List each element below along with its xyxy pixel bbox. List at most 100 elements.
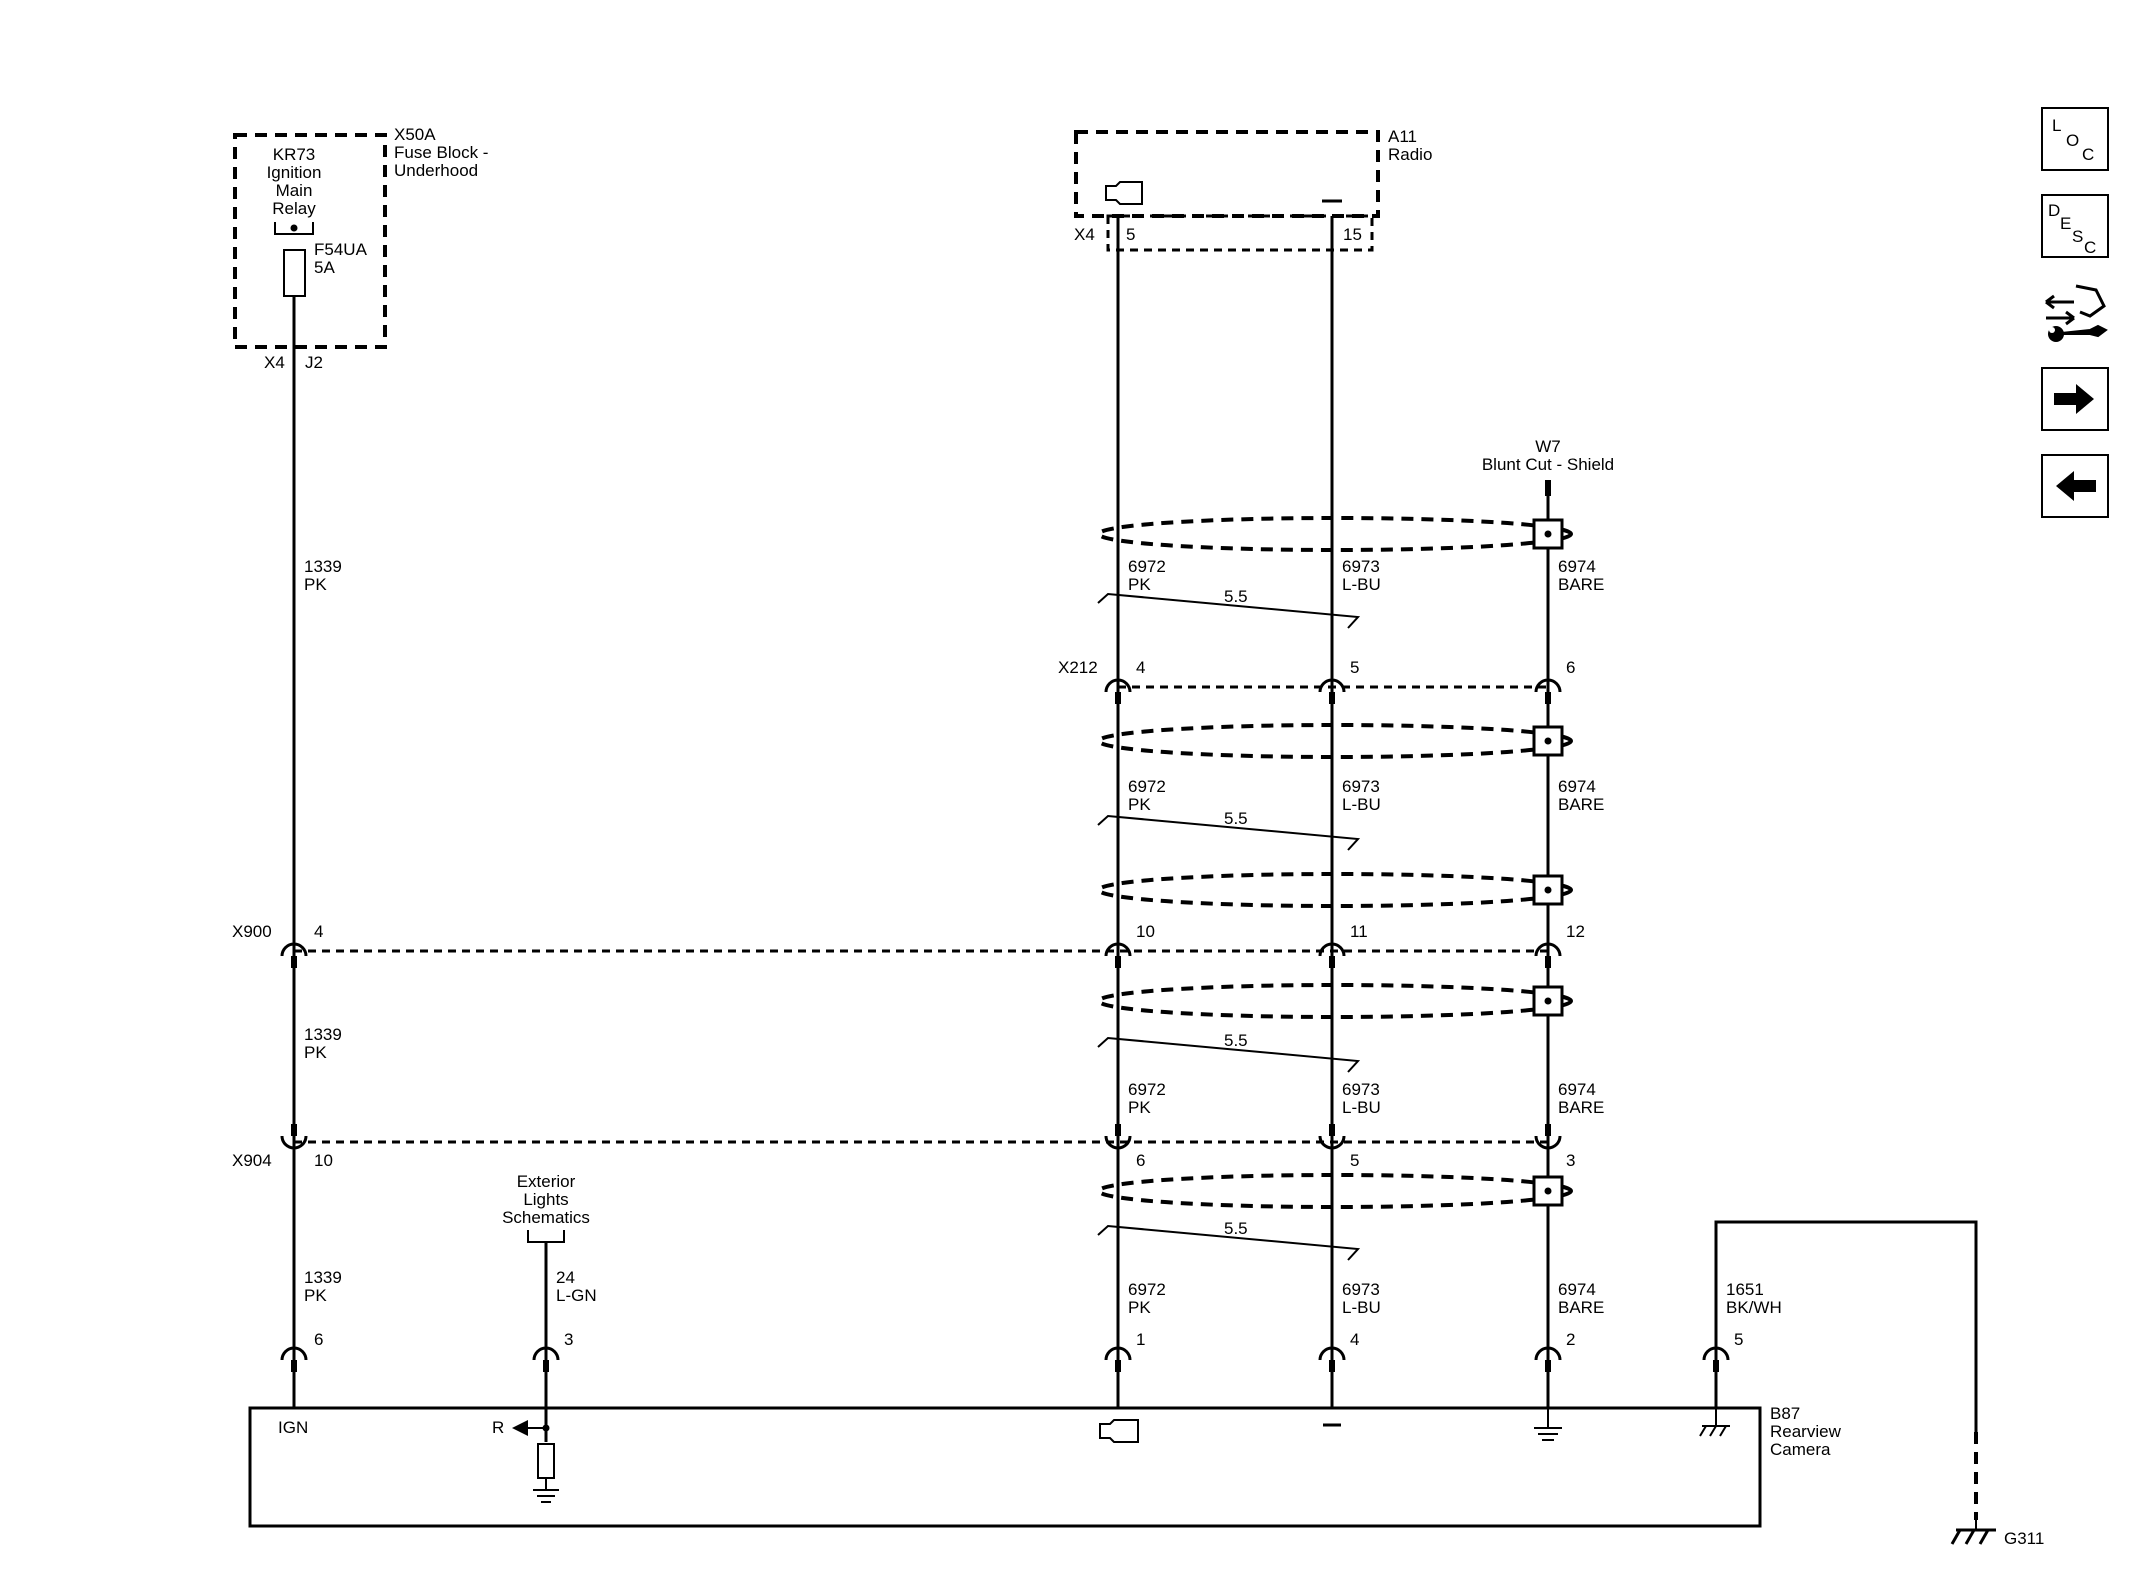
- pk-color-3: PK: [304, 1286, 327, 1305]
- arrow-left-icon: [2056, 471, 2096, 501]
- pos-color-2: PK: [1128, 795, 1151, 814]
- connector-pins: [280, 678, 1730, 1372]
- radio-outline: [1074, 130, 1380, 218]
- pk-color-2: PK: [304, 1043, 327, 1062]
- neg-circuit-4: 6973: [1342, 1280, 1380, 1299]
- video-signal-icon: [1099, 1419, 1139, 1443]
- exterior-lights-ref: Exterior Lights Schematics: [502, 1172, 590, 1243]
- exterior-label-2: Lights: [523, 1190, 568, 1209]
- desc-letter-e: E: [2060, 214, 2071, 233]
- chassis-ground-icon: [1534, 1408, 1562, 1441]
- radio-connector-outline: [1106, 214, 1374, 252]
- twist-rate-3: 5.5: [1224, 1031, 1248, 1050]
- bare-circuit-3: 6974: [1558, 1080, 1596, 1099]
- relay-label-1: Ignition: [267, 163, 322, 182]
- relay-contact-symbol: [274, 222, 314, 235]
- frame-ground-icon: [1699, 1408, 1730, 1437]
- x900-pin-ign: [280, 942, 308, 968]
- twist-mark-2: 5.5: [1097, 809, 1361, 851]
- lgn-circuit: 24: [556, 1268, 575, 1287]
- radio-ref: A11: [1388, 127, 1417, 146]
- pos-color-1: PK: [1128, 575, 1151, 594]
- loc-letter-l: L: [2052, 116, 2061, 135]
- x900-pin-12: 12: [1566, 922, 1585, 941]
- b87-pin-gnd: [1702, 1346, 1730, 1372]
- loc-letter-o: O: [2066, 131, 2079, 150]
- pk-color-1: PK: [304, 575, 327, 594]
- neg-circuit-2: 6973: [1342, 777, 1380, 796]
- x904-pin-5: 5: [1350, 1151, 1359, 1170]
- desc-letter-s: S: [2072, 227, 2083, 246]
- bare-color-2: BARE: [1558, 795, 1604, 814]
- pk-circuit-2: 1339: [304, 1025, 342, 1044]
- neg-color-2: L-BU: [1342, 795, 1381, 814]
- relay-ref: KR73: [273, 145, 316, 164]
- camera-outline: [248, 1406, 1762, 1528]
- x212-pin-bare: [1534, 678, 1562, 704]
- location-button[interactable]: L O C: [2041, 107, 2109, 171]
- radio-a11: A11 Radio X4 5 15: [1074, 127, 1432, 252]
- bare-circuit-4: 6974: [1558, 1280, 1596, 1299]
- b87-pin-ign: [280, 1346, 308, 1372]
- relay-label-3: Relay: [272, 199, 316, 218]
- x900-pin-11: 11: [1350, 922, 1368, 941]
- exterior-ref-bracket: [527, 1230, 565, 1243]
- fuse-block-label-2: Underhood: [394, 161, 478, 180]
- ground-ref: G311: [2004, 1529, 2044, 1548]
- twist-mark-3: 5.5: [1097, 1031, 1361, 1073]
- connector-labels: X212 4 5 6 X900 4 10 11 12 X904 10 6 5 3…: [232, 658, 1743, 1349]
- x900-pin-10: 10: [1136, 922, 1155, 941]
- x904-pin-10: 10: [314, 1151, 333, 1170]
- wire-1651-bkwh: [1714, 1220, 1978, 1432]
- pos-circuit-1: 6972: [1128, 557, 1166, 576]
- pos-circuit-2: 6972: [1128, 777, 1166, 796]
- ground-g311: G311: [1950, 1520, 2044, 1548]
- x212-name: X212: [1058, 658, 1098, 677]
- bare-circuit-2: 6974: [1558, 777, 1596, 796]
- connector-wrench-icon: [2045, 284, 2108, 342]
- fuse-block-label-1: Fuse Block -: [394, 143, 488, 162]
- x900-pin-lbu: [1318, 942, 1346, 968]
- b87-pin-pk: [1104, 1346, 1132, 1372]
- b87-pin-lbu: [1318, 1346, 1346, 1372]
- b87-pin-4: 4: [1350, 1330, 1359, 1349]
- fuse-rating: 5A: [314, 258, 335, 277]
- b87-pin-2: 2: [1566, 1330, 1575, 1349]
- gnd-color: BK/WH: [1726, 1298, 1782, 1317]
- next-page-button[interactable]: [2041, 367, 2109, 431]
- twist-mark-1: 5.5: [1097, 587, 1361, 629]
- nav-panel: L O C D E S C: [2041, 107, 2109, 518]
- pk-circuit-3: 1339: [304, 1268, 342, 1287]
- twist-rate-4: 5.5: [1224, 1219, 1248, 1238]
- shield-5: [1097, 1173, 1573, 1209]
- fuse-symbol: [283, 249, 306, 297]
- desc-letter-c: C: [2084, 238, 2096, 257]
- description-button[interactable]: D E S C: [2041, 194, 2109, 258]
- fuse-block-connector: X4: [264, 353, 285, 372]
- radio-name: Radio: [1388, 145, 1432, 164]
- b87-pin-lgn: [532, 1346, 560, 1372]
- relay-label-2: Main: [276, 181, 313, 200]
- twist-rate-2: 5.5: [1224, 809, 1248, 828]
- b87-pin-5: 5: [1734, 1330, 1743, 1349]
- bare-color-4: BARE: [1558, 1298, 1604, 1317]
- b87-pin-bare: [1534, 1346, 1562, 1372]
- neg-color-1: L-BU: [1342, 575, 1381, 594]
- pk-circuit-1: 1339: [304, 557, 342, 576]
- x900-pin-pk: [1104, 942, 1132, 968]
- radio-pin-5: 5: [1126, 225, 1135, 244]
- shield-ref: W7: [1535, 437, 1561, 456]
- pos-color-4: PK: [1128, 1298, 1151, 1317]
- camera-b87: B87 Rearview Camera IGN R: [248, 1404, 1842, 1528]
- camera-ref: B87: [1770, 1404, 1800, 1423]
- r-label: R: [492, 1418, 504, 1437]
- b87-pin-6: 6: [314, 1330, 323, 1349]
- previous-page-button[interactable]: [2041, 454, 2109, 518]
- x904-pin-pk: [1104, 1124, 1132, 1150]
- neg-color-4: L-BU: [1342, 1298, 1381, 1317]
- x900-pin-bare: [1534, 942, 1562, 968]
- camera-label-2: Camera: [1770, 1440, 1831, 1459]
- bare-color-3: BARE: [1558, 1098, 1604, 1117]
- connector-repair-button[interactable]: [2042, 278, 2108, 348]
- video-signal-icon: [1105, 181, 1143, 205]
